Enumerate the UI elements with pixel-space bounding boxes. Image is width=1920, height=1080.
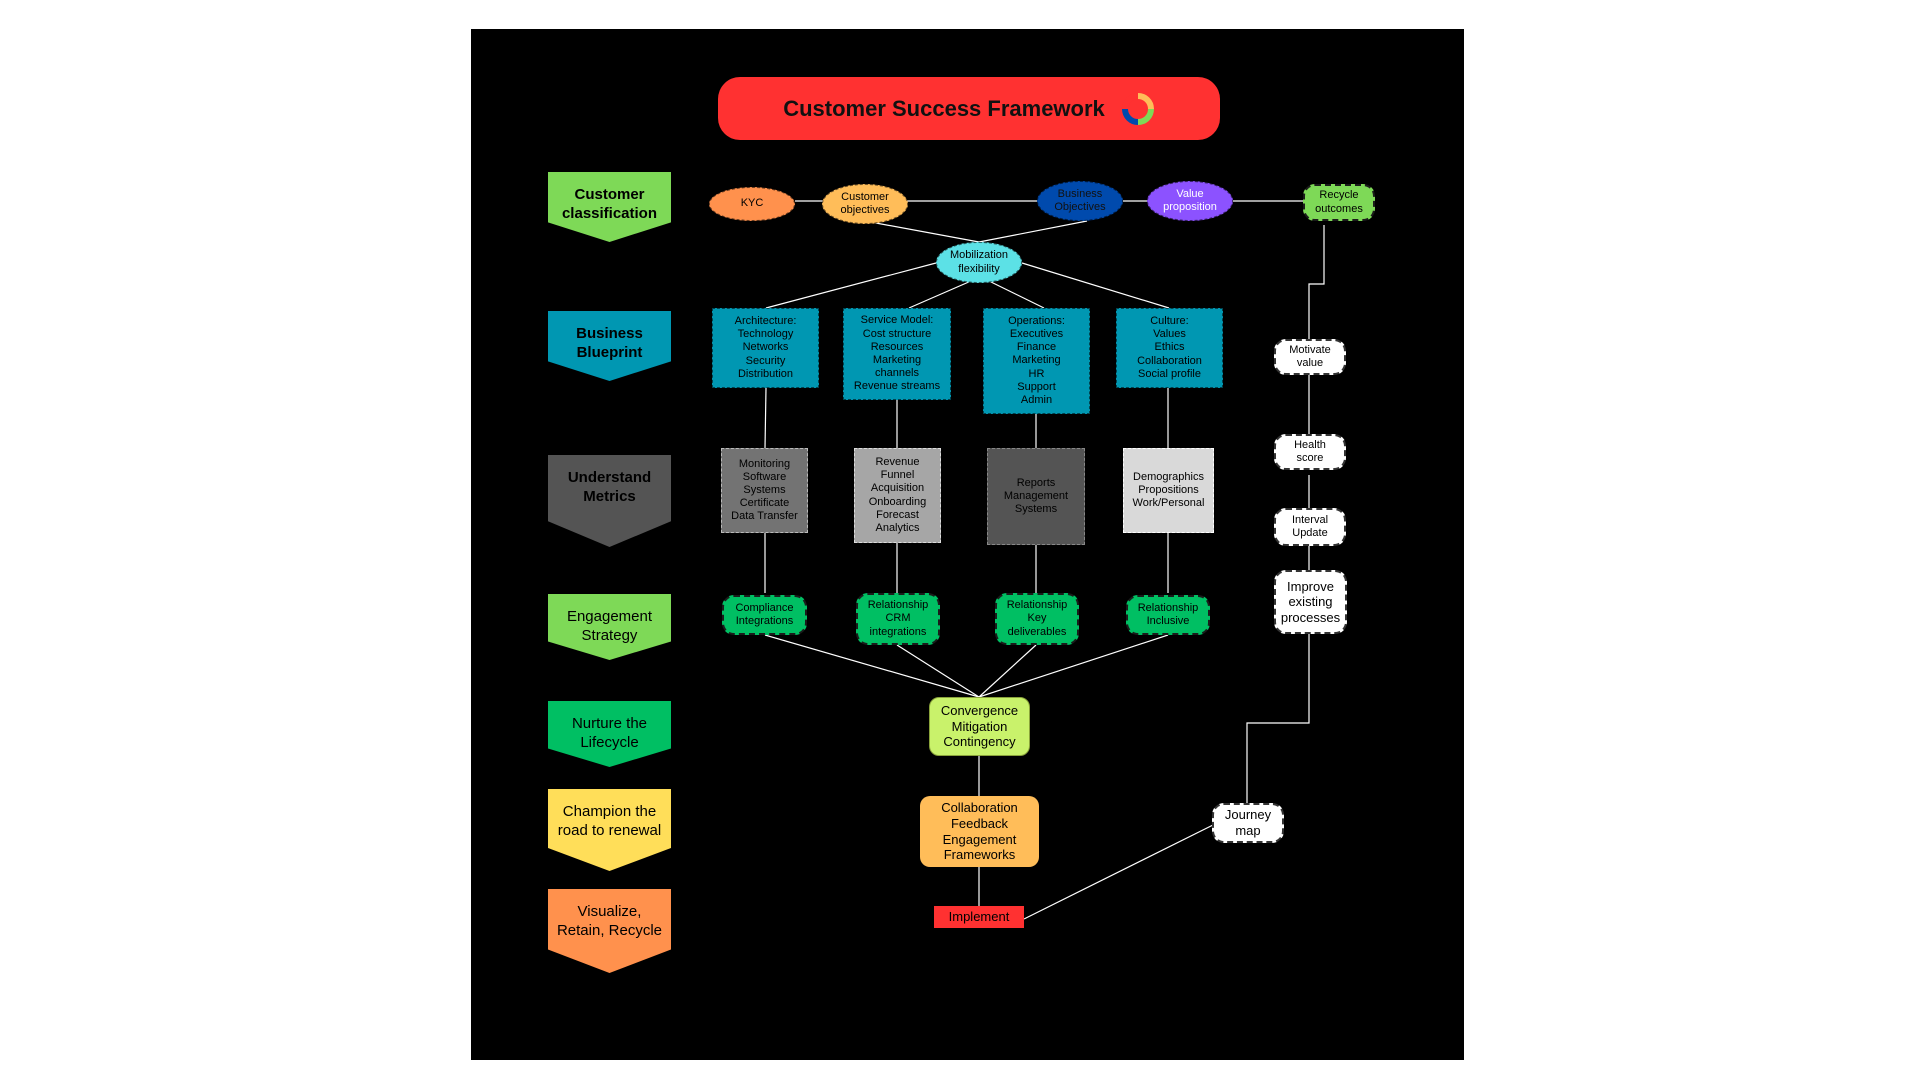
blueprint-architecture: Architecture: Technology Networks Securi…: [712, 308, 819, 388]
diagram-canvas: Customer Success Framework Customer clas…: [471, 29, 1464, 1060]
value-proposition-node: Value proposition: [1147, 181, 1233, 221]
blueprint-service-model: Service Model: Cost structure Resources …: [843, 308, 951, 400]
business-objectives-node: Business Objectives: [1037, 181, 1123, 221]
convergence-node: Convergence Mitigation Contingency: [929, 697, 1030, 756]
engagement-deliverables: Relationship Key deliverables: [995, 593, 1079, 645]
interval-update-node: Interval Update: [1274, 508, 1346, 546]
metric-revenue: Revenue Funnel Acquisition Onboarding Fo…: [854, 448, 941, 543]
metric-reports: Reports Management Systems: [987, 448, 1085, 545]
metric-demographics: Demographics Propositions Work/Personal: [1123, 448, 1214, 533]
engagement-inclusive: Relationship Inclusive: [1126, 595, 1210, 635]
journey-map-node: Journey map: [1212, 803, 1284, 843]
engagement-crm: Relationship CRM integrations: [856, 593, 940, 645]
mobilization-node: Mobilization flexibility: [936, 242, 1022, 283]
title-banner: Customer Success Framework: [718, 77, 1220, 140]
engagement-compliance: Compliance Integrations: [722, 595, 807, 635]
collaboration-node: Collaboration Feedback Engagement Framew…: [920, 796, 1039, 867]
blueprint-culture: Culture: Values Ethics Collaboration Soc…: [1116, 308, 1223, 388]
improve-processes-node: Improve existing processes: [1274, 570, 1347, 634]
motivate-value-node: Motivate value: [1274, 339, 1346, 375]
blueprint-operations: Operations: Executives Finance Marketing…: [983, 308, 1090, 414]
diagram-title: Customer Success Framework: [783, 95, 1105, 121]
implement-node: Implement: [934, 906, 1024, 928]
recycle-outcomes-node: Recycle outcomes: [1303, 184, 1375, 221]
metric-monitoring: Monitoring Software Systems Certificate …: [721, 448, 808, 533]
cycle-logo-icon: [1121, 92, 1154, 125]
health-score-node: Health score: [1274, 434, 1346, 470]
customer-objectives-node: Customer objectives: [822, 184, 908, 224]
stage-chevron-4: Engagement Strategy: [548, 594, 671, 660]
kyc-node: KYC: [709, 187, 795, 221]
